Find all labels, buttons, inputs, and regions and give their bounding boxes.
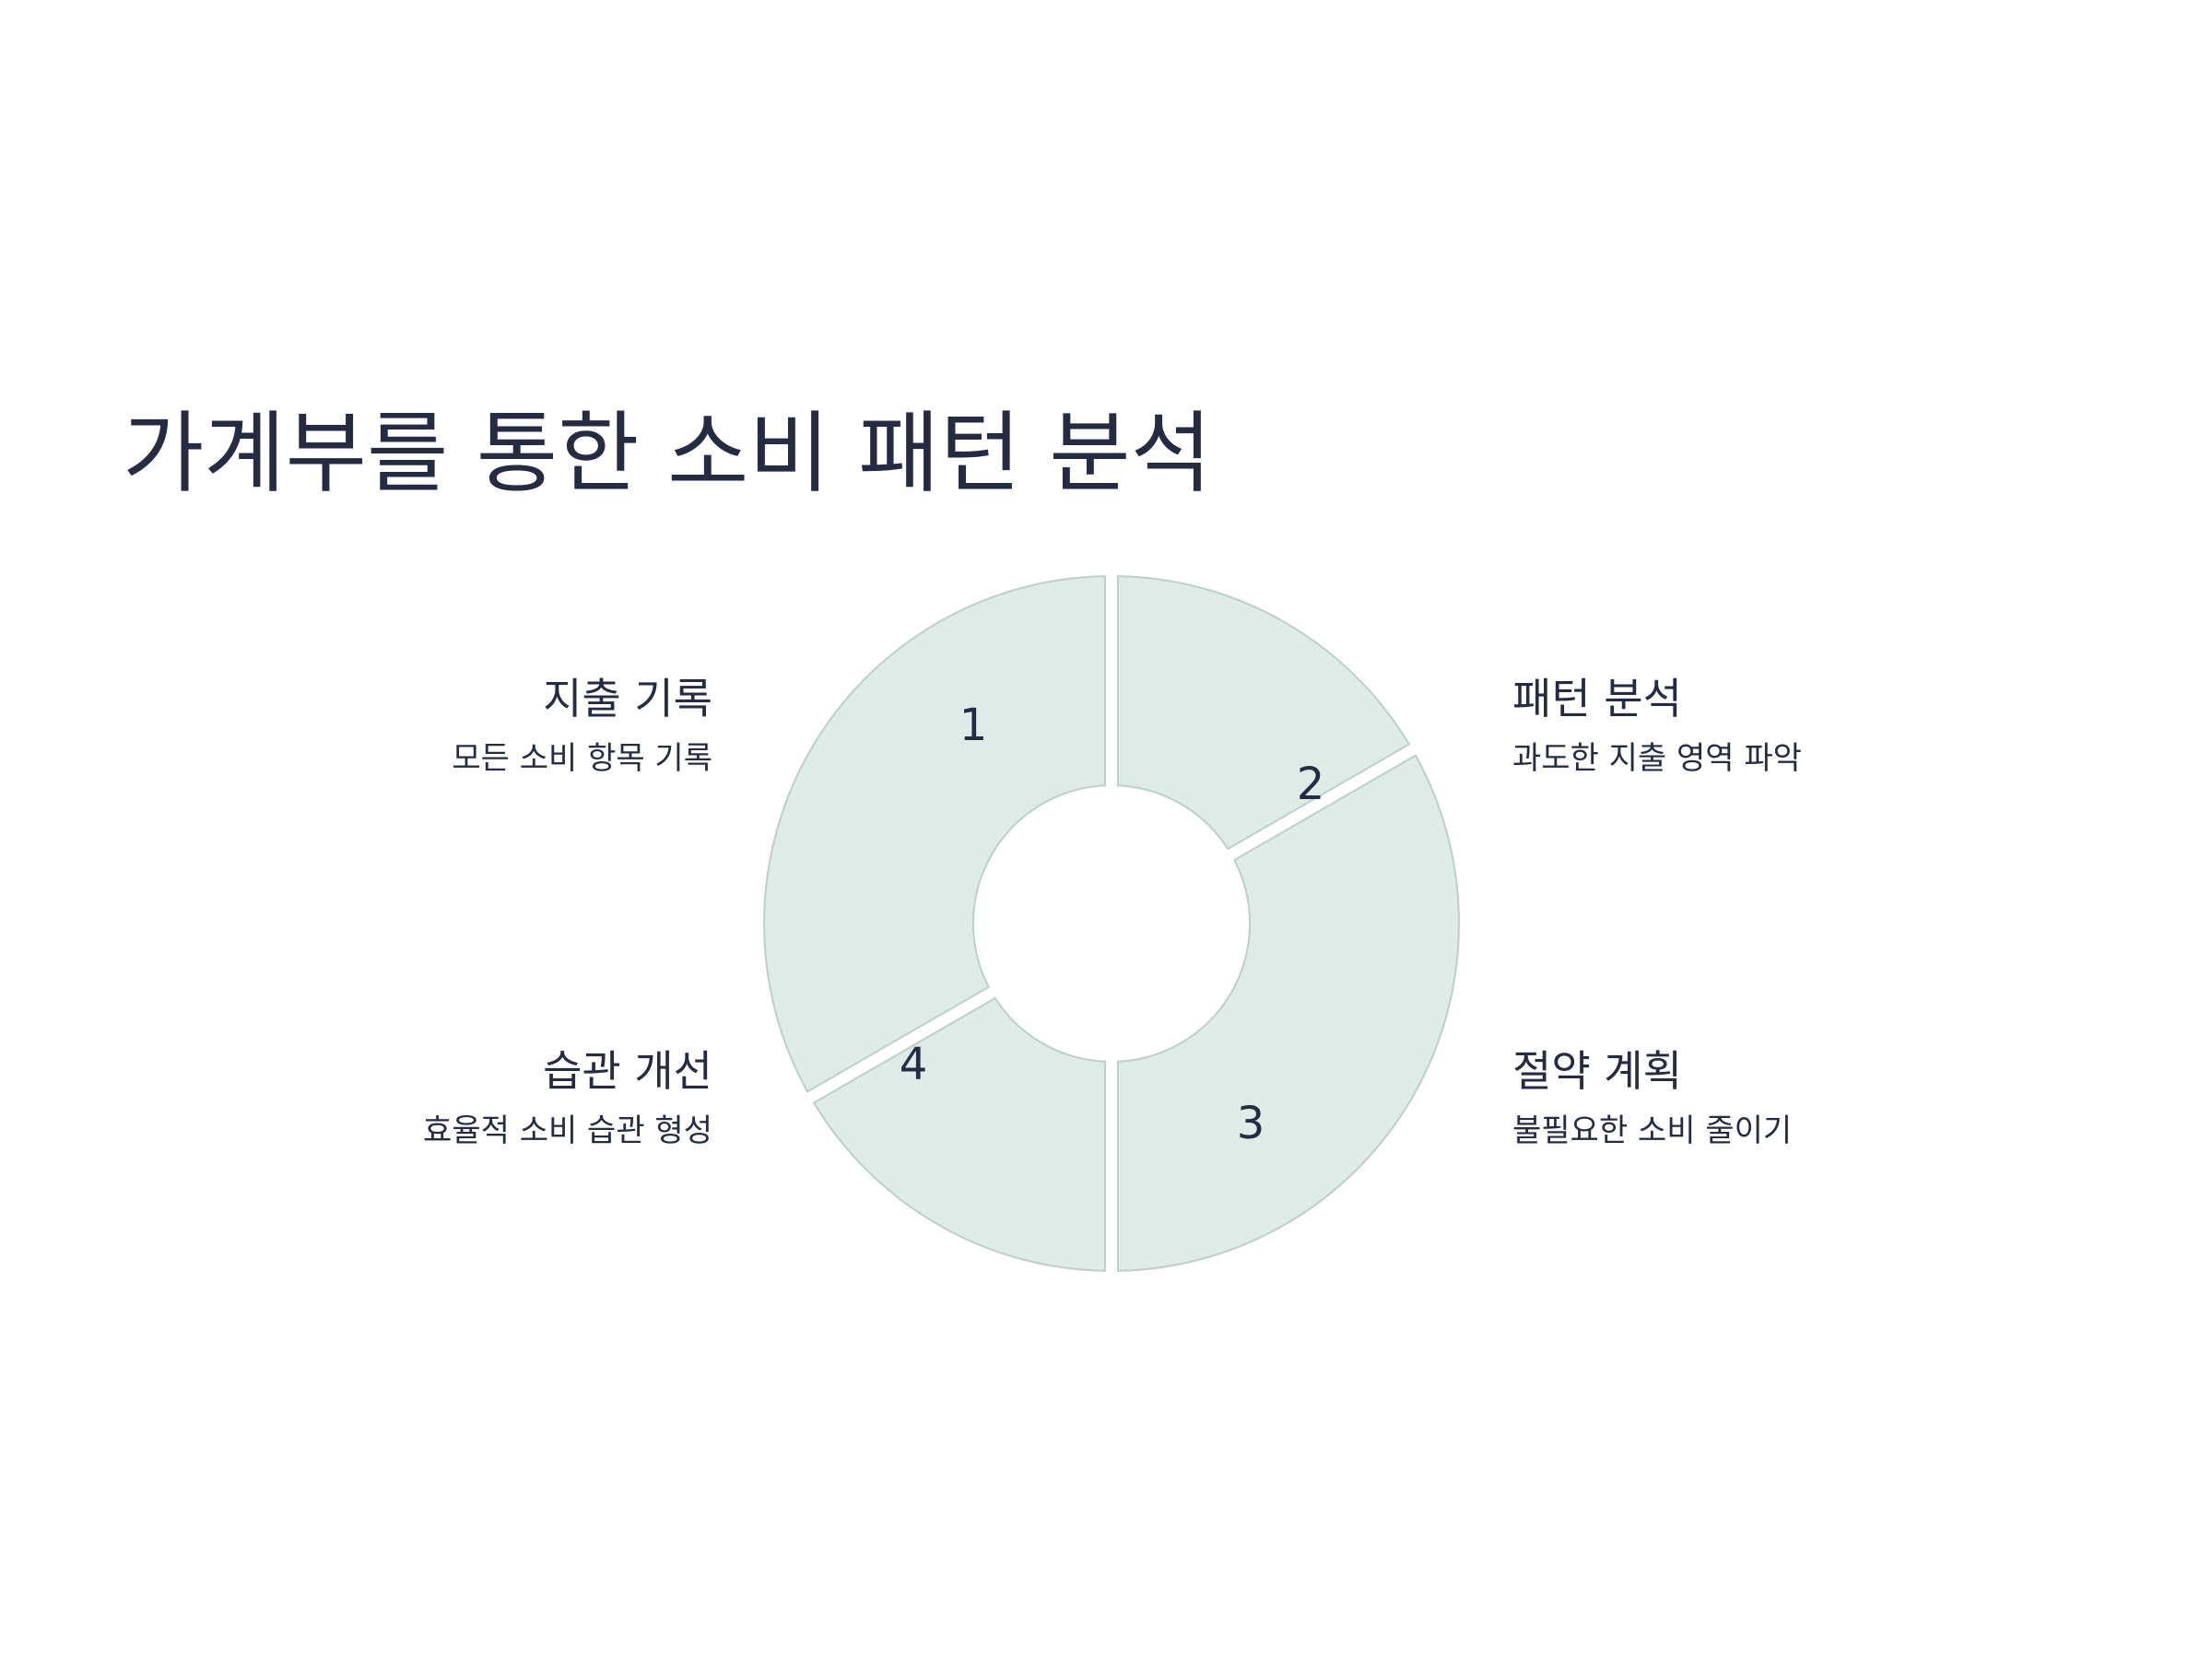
step-heading-3: 절약 계획	[1512, 1046, 1682, 1096]
step-number-3: 3	[1237, 1098, 1265, 1149]
page-title: 가계부를 통한 소비 패턴 분석	[123, 402, 1212, 505]
step-description-1: 모든 소비 항목 기록	[452, 740, 712, 777]
cycle-segment-1	[1117, 575, 1411, 851]
step-description-4: 효율적 소비 습관 형성	[423, 1112, 712, 1149]
step-number-2: 2	[1297, 759, 1325, 810]
step-heading-4: 습관 개선	[543, 1046, 712, 1096]
step-description-2: 과도한 지출 영역 파악	[1512, 740, 1802, 777]
step-heading-2: 패턴 분석	[1512, 674, 1682, 724]
cycle-segment-4	[763, 575, 1106, 1093]
step-label-4: 습관 개선 효율적 소비 습관 형성	[423, 1043, 712, 1154]
step-description-3: 불필요한 소비 줄이기	[1512, 1112, 1793, 1149]
step-number-4: 4	[900, 1039, 928, 1090]
step-number-1: 1	[959, 700, 988, 751]
step-label-3: 절약 계획 불필요한 소비 줄이기	[1512, 1043, 1792, 1154]
step-label-2: 패턴 분석 과도한 지출 영역 파악	[1512, 671, 1802, 782]
cycle-segment-2	[1117, 754, 1460, 1272]
cycle-segment-3	[812, 996, 1106, 1272]
step-label-1: 지출 기록 모든 소비 항목 기록	[452, 671, 712, 782]
step-heading-1: 지출 기록	[543, 674, 712, 724]
